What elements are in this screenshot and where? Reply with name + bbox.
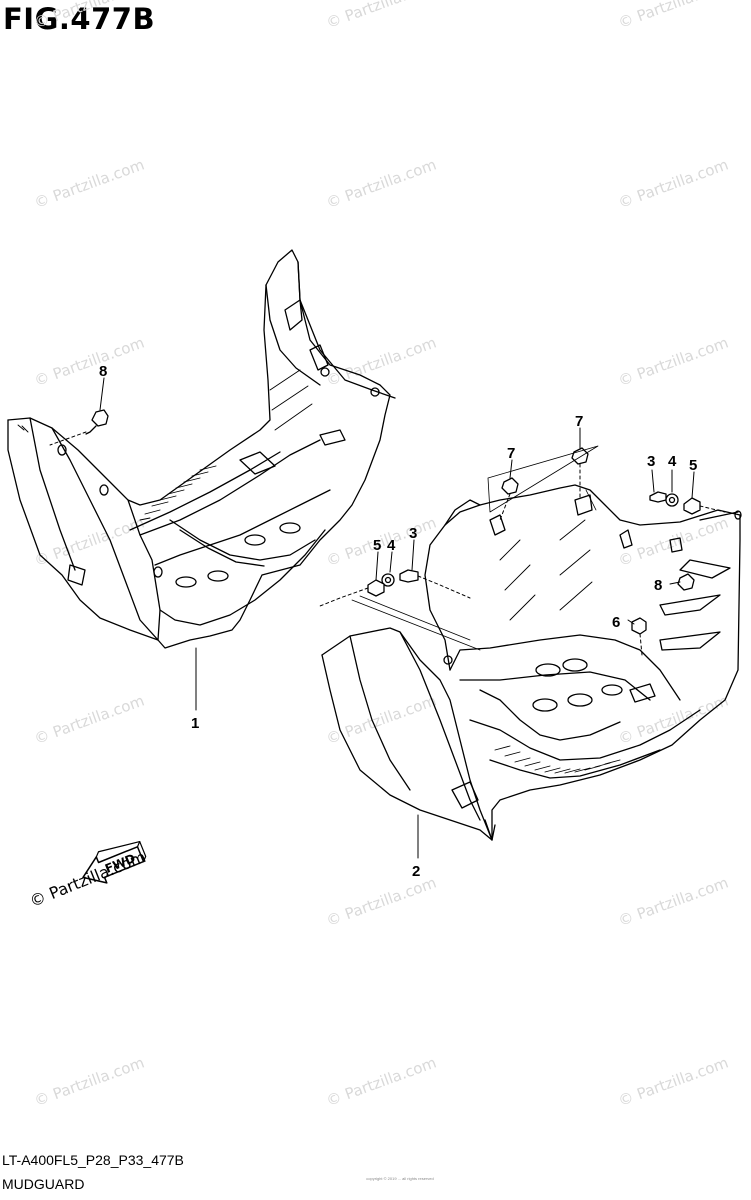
callout-5: 5 [689,457,697,474]
clip-8a [91,409,109,427]
callout-8: 8 [654,577,662,594]
callout-7: 7 [507,445,515,462]
callout-labels: 1 2 3 4 5 3 4 5 6 7 7 8 8 [99,363,697,880]
callout-1: 1 [191,715,199,732]
callout-6: 6 [612,614,620,631]
clip-7b [571,447,589,465]
callout-3: 3 [647,453,655,470]
callout-2: 2 [412,863,420,880]
diagram-code: LT-A400FL5_P28_P33_477B [2,1152,184,1168]
clip-8b [677,573,695,591]
callout-4: 4 [668,453,677,470]
bolt-3a [399,569,419,583]
bolt-6 [631,617,647,635]
callout-8: 8 [99,363,107,380]
clip-7a [501,477,519,495]
leader-lines [49,377,726,859]
collar-5a [367,579,385,597]
part-1-mudguard-left [7,249,396,649]
diagram-group-name: MUDGUARD [2,1176,85,1192]
collar-5b [683,497,701,515]
figure-title: FIG.477B [3,2,156,36]
part-2-mudguard-right [321,484,742,841]
bolt-3b [649,491,667,503]
copyright-note: copyright © 2019 ... all rights reserved [366,1176,434,1181]
hardware-group [85,409,701,635]
callout-5: 5 [373,537,381,554]
callout-4: 4 [387,537,396,554]
callout-3: 3 [409,525,417,542]
callout-7: 7 [575,413,583,430]
